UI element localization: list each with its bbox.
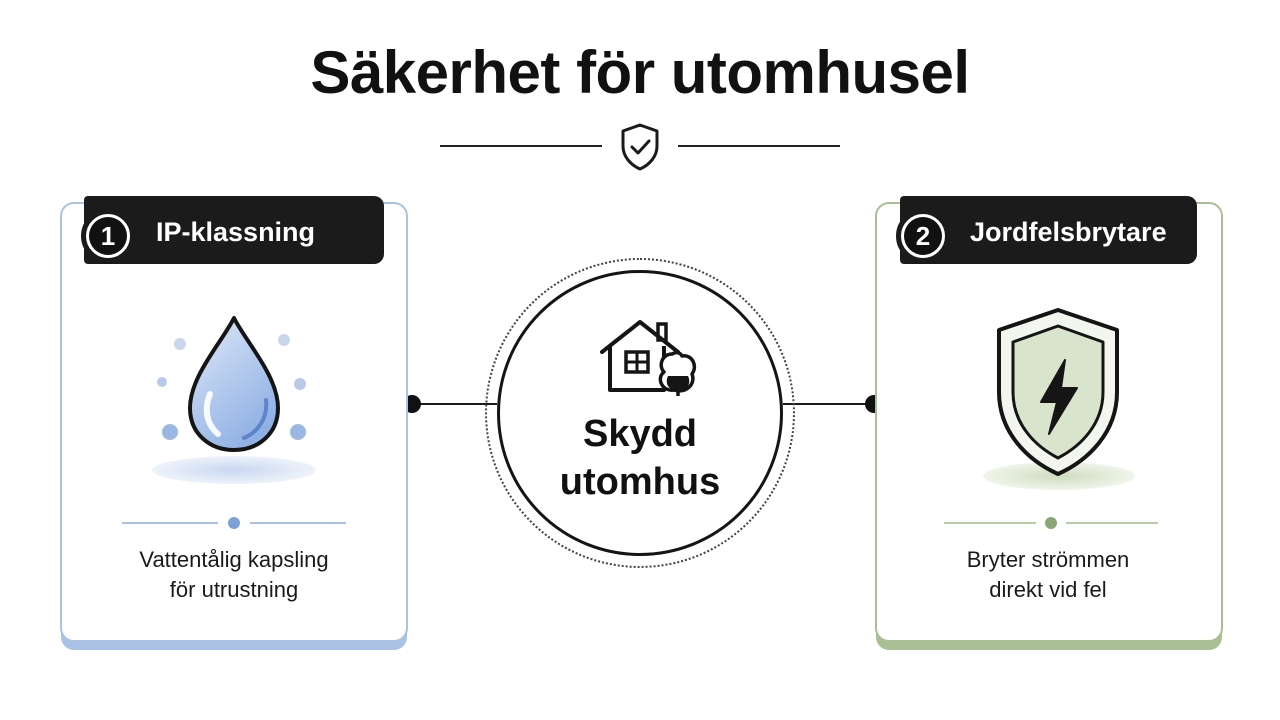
card-2-number-badge: 2 (896, 209, 950, 263)
title-rule-right (678, 145, 840, 147)
card-1-desc-line2: för utrustning (169, 577, 299, 602)
center-title-line2: utomhus (559, 461, 721, 503)
shield-check-icon (621, 123, 659, 171)
card-2-label: Jordfelsbrytare (970, 217, 1167, 247)
lightning-shield-icon (983, 308, 1135, 490)
water-drop-icon (152, 316, 316, 484)
card-1-description: Vattentålig kapsling för utrustning (84, 545, 384, 605)
center-hub-outer-ring (485, 258, 795, 568)
card-2-divider (944, 517, 1158, 529)
card-1-number-badge: 1 (81, 209, 135, 263)
card-2-desc-line1: Bryter strömmen (966, 547, 1130, 572)
connector-left (412, 403, 497, 405)
card-1-number: 1 (89, 217, 127, 255)
card-1-desc-line1: Vattentålig kapsling (139, 547, 329, 572)
page-title: Säkerhet för utomhusel (310, 39, 970, 106)
card-2-description: Bryter strömmen direkt vid fel (898, 545, 1198, 605)
card-2-number: 2 (904, 217, 942, 255)
card-1-label: IP-klassning (156, 217, 316, 247)
connector-right (783, 403, 875, 405)
house-with-tree-icon (600, 320, 697, 396)
card-1-divider (122, 517, 346, 529)
card-2-desc-line2: direkt vid fel (989, 577, 1107, 602)
title-rule-left (440, 145, 602, 147)
center-hub (497, 270, 783, 556)
center-title-line1: Skydd (582, 413, 698, 455)
